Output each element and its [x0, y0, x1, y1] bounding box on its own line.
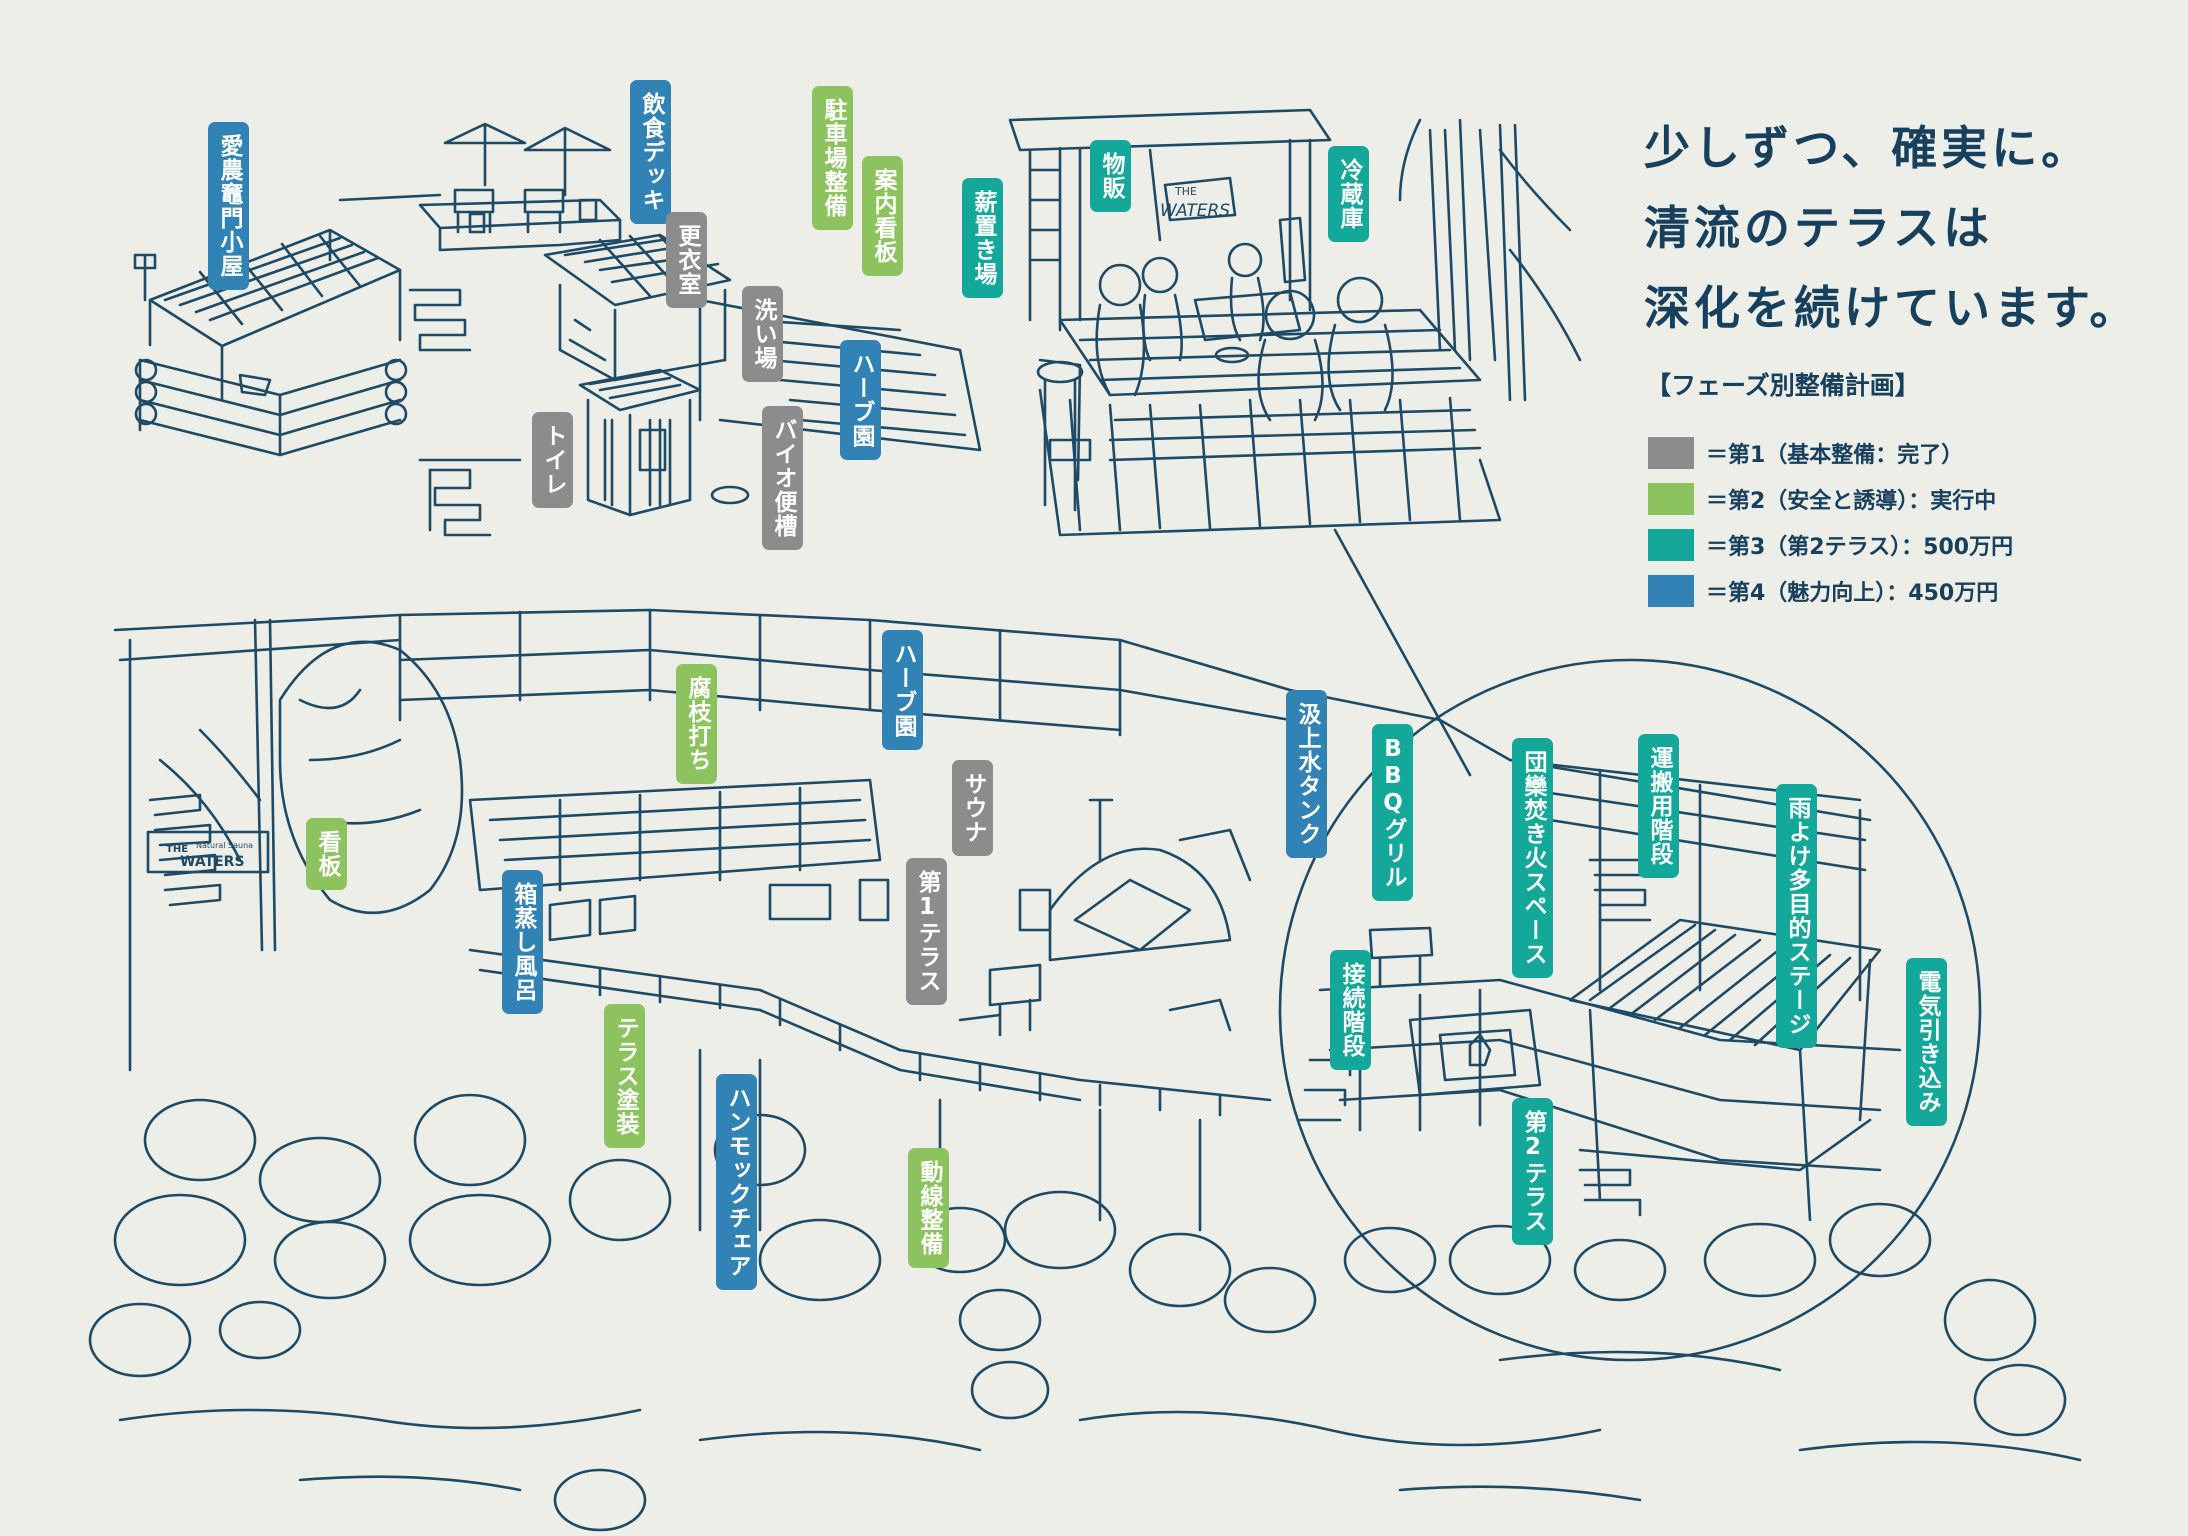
label-danran-takibi: 団欒焚き火スペース — [1512, 738, 1553, 978]
legend-swatch-phase2 — [1648, 483, 1694, 515]
label-annai-kanban-top: 案内看板 — [862, 156, 903, 276]
toilet-booth-drawing — [578, 368, 750, 517]
label-hammock-chair: ハンモックチェア — [716, 1074, 757, 1290]
label-dai1-terrace: 第1テラス — [906, 858, 947, 1005]
label-chushajo-seibi: 駐車場整備 — [812, 86, 853, 230]
sign-natural-text: Natural Sauna — [196, 841, 253, 850]
label-maki-okiba: 薪置き場 — [962, 178, 1003, 298]
headline-line-1: 少しずつ、確実に。 — [1644, 121, 2092, 175]
top-stairs-drawing — [408, 288, 522, 537]
label-herb-en-top: ハーブ園 — [840, 340, 881, 460]
label-fushi-uchi: 腐枝打ち — [676, 664, 717, 784]
label-amayoke-stage: 雨よけ多目的ステージ — [1776, 784, 1817, 1048]
legend-title: 【フェーズ別整備計画】 — [1646, 371, 1920, 400]
label-setsuzoku-kaidan: 接続階段 — [1330, 950, 1371, 1070]
legend-label-phase1: ＝第1（基本整備：完了） — [1706, 443, 1964, 468]
label-hako-mushiburo: 箱蒸し風呂 — [502, 870, 543, 1014]
headline-line-3: 深化を続けています。 — [1644, 281, 2140, 335]
label-sauna: サウナ — [952, 760, 993, 856]
legend-swatch-phase4 — [1648, 575, 1694, 607]
label-terrace-tosou: テラス塗装 — [604, 1004, 645, 1148]
label-reizouko: 冷蔵庫 — [1328, 146, 1369, 242]
label-buppan: 物販 — [1090, 140, 1131, 212]
inset-leader-line — [1333, 528, 1472, 777]
legend-item-phase4: ＝第4（魅力向上）：450万円 — [1648, 568, 2013, 614]
legend-item-phase1: ＝第1（基本整備：完了） — [1648, 430, 2013, 476]
label-arai-ba: 洗い場 — [742, 286, 783, 382]
label-bbq-grill: BBQグリル — [1372, 724, 1413, 901]
label-kouishitsu: 更衣室 — [666, 212, 707, 308]
legend-item-phase2: ＝第2（安全と誘導）：実行中 — [1648, 476, 2013, 522]
label-toilet: トイレ — [532, 412, 573, 508]
ainou-hut-drawing — [133, 228, 408, 457]
legend-swatch-phase3 — [1648, 529, 1694, 561]
label-unpan-kaidan: 運搬用階段 — [1638, 734, 1679, 878]
shop-sign-the-text: THE — [1174, 185, 1197, 198]
label-herb-en-bottom: ハーブ園 — [882, 630, 923, 750]
label-kanban: 看板 — [306, 818, 347, 890]
label-kumiage-tank: 汲上水タンク — [1286, 690, 1327, 858]
legend: ＝第1（基本整備：完了） ＝第2（安全と誘導）：実行中 ＝第3（第2テラス）：5… — [1648, 430, 2013, 614]
headline: 少しずつ、確実に。 清流のテラスは 深化を続けています。 — [1644, 108, 2139, 348]
shop-deck-inset-drawing — [1008, 108, 1582, 537]
legend-label-phase4: ＝第4（魅力向上）：450万円 — [1706, 581, 1999, 606]
label-dai2-terrace: 第2テラス — [1512, 1098, 1553, 1245]
riverside-main-drawing — [88, 608, 2082, 1532]
legend-item-phase3: ＝第3（第2テラス）：500万円 — [1648, 522, 2013, 568]
legend-label-phase2: ＝第2（安全と誘導）：実行中 — [1706, 489, 1997, 514]
legend-label-phase3: ＝第3（第2テラス）：500万円 — [1706, 535, 2014, 560]
shop-sign-waters-text: WATERS — [1160, 201, 1230, 221]
label-bio-benjo: バイオ便槽 — [762, 406, 803, 550]
label-ainou-kamado-koya: 愛農竈門小屋 — [208, 122, 249, 290]
legend-swatch-phase1 — [1648, 437, 1694, 469]
sign-waters-text: WATERS — [180, 854, 245, 870]
label-dousen-seibi: 動線整備 — [908, 1148, 949, 1268]
label-inshoku-deck: 飲食デッキ — [630, 80, 671, 224]
label-denki-hikikomi: 電気引き込み — [1906, 958, 1947, 1126]
sign-the-text: THE — [166, 844, 188, 855]
eating-deck-drawing — [338, 122, 622, 252]
headline-line-2: 清流のテラスは — [1644, 201, 1994, 255]
